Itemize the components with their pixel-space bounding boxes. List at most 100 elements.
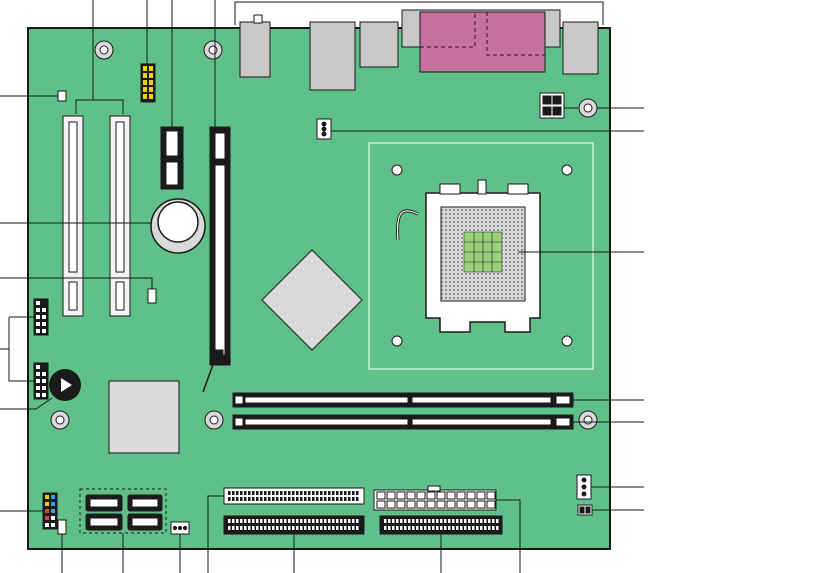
ide-pin	[292, 519, 295, 523]
floppy-pin	[308, 491, 311, 495]
floppy-pin	[312, 491, 315, 495]
floppy-pin	[256, 491, 259, 495]
power-pin	[416, 500, 426, 509]
pci-express-x1-slot	[160, 126, 184, 190]
power-pin	[476, 500, 486, 509]
ide-pin	[276, 526, 279, 530]
ide-pin	[436, 519, 439, 523]
floppy-pin	[248, 491, 251, 495]
ide-pin	[296, 519, 299, 523]
ide-pin	[244, 526, 247, 530]
ide-pin	[288, 519, 291, 523]
floppy-pin	[316, 497, 319, 501]
power-pin	[426, 500, 436, 509]
ide-pin	[252, 526, 255, 530]
sata-connectors	[79, 488, 167, 534]
ide-pin	[312, 526, 315, 530]
parallel-port	[419, 11, 546, 73]
ide-pin	[332, 526, 335, 530]
ide-pin	[232, 526, 235, 530]
ide-pin	[484, 519, 487, 523]
floppy-pin	[356, 497, 359, 501]
floppy-pin	[320, 497, 323, 501]
ide-pin	[348, 519, 351, 523]
ide-pin	[268, 526, 271, 530]
ide-pin	[420, 526, 423, 530]
usb-pin	[42, 315, 46, 319]
power-pin	[376, 500, 386, 509]
ide-pin	[468, 526, 471, 530]
ide-pin	[340, 526, 343, 530]
front-panel-pin	[51, 502, 55, 506]
ide-pin	[492, 519, 495, 523]
floppy-pin	[284, 491, 287, 495]
ide-pin	[228, 526, 231, 530]
ide-pin	[308, 519, 311, 523]
ide-pin	[488, 526, 491, 530]
ide-pin	[448, 526, 451, 530]
ide-pin	[424, 519, 427, 523]
floppy-pin	[260, 497, 263, 501]
ide-pin	[480, 526, 483, 530]
pci-express-x16-slot	[202, 126, 231, 393]
usb-pin	[36, 386, 40, 390]
ide-pin	[284, 526, 287, 530]
ide-pin	[384, 526, 387, 530]
ide-pin	[428, 526, 431, 530]
power-pin	[426, 491, 436, 500]
back-panel-bracket	[234, 1, 604, 25]
floppy-pin	[272, 497, 275, 501]
ide-pin	[452, 519, 455, 523]
floppy-pin	[336, 491, 339, 495]
ide-pin	[348, 526, 351, 530]
floppy-pin	[240, 497, 243, 501]
ide-pin	[468, 519, 471, 523]
ide-pin	[328, 526, 331, 530]
floppy-pin	[328, 497, 331, 501]
ide-pin	[412, 519, 415, 523]
ide-pin	[352, 526, 355, 530]
floppy-pin	[248, 497, 251, 501]
speaker	[49, 369, 81, 401]
ide-pin	[416, 519, 419, 523]
ide-pin	[236, 519, 239, 523]
floppy-pin	[340, 491, 343, 495]
ide-pin	[260, 526, 263, 530]
ide-pin	[392, 526, 395, 530]
ide-pin	[284, 519, 287, 523]
leader-lines	[0, 0, 644, 573]
ide-pin	[416, 526, 419, 530]
front-panel-pin	[51, 509, 55, 513]
ide-pin	[356, 519, 359, 523]
ide-pin	[296, 526, 299, 530]
floppy-pin	[276, 497, 279, 501]
ide-pin	[496, 526, 499, 530]
usb-pin	[36, 301, 40, 305]
chassis-intrusion-header	[57, 90, 67, 102]
floppy-pin	[296, 497, 299, 501]
front-panel-pin	[45, 502, 49, 506]
floppy-pin	[292, 497, 295, 501]
cpu-fan-header	[316, 118, 332, 140]
floppy-pin	[344, 497, 347, 501]
ide-pin	[444, 526, 447, 530]
floppy-pin	[296, 491, 299, 495]
ide-pin	[388, 519, 391, 523]
ide-pin	[388, 526, 391, 530]
floppy-pin	[228, 491, 231, 495]
ide-pin	[264, 519, 267, 523]
usb-pin	[42, 329, 46, 333]
usb-pin	[42, 386, 46, 390]
floppy-pin	[304, 491, 307, 495]
floppy-pin	[244, 497, 247, 501]
ide-pin	[476, 519, 479, 523]
power-pin	[386, 491, 396, 500]
floppy-connector	[223, 487, 365, 505]
ide-pin	[432, 519, 435, 523]
front-panel-pin	[51, 523, 55, 527]
ide-pin	[472, 526, 475, 530]
power-pin	[456, 491, 466, 500]
floppy-pin	[236, 491, 239, 495]
jumper-pin	[143, 73, 147, 78]
ide-pin	[464, 519, 467, 523]
